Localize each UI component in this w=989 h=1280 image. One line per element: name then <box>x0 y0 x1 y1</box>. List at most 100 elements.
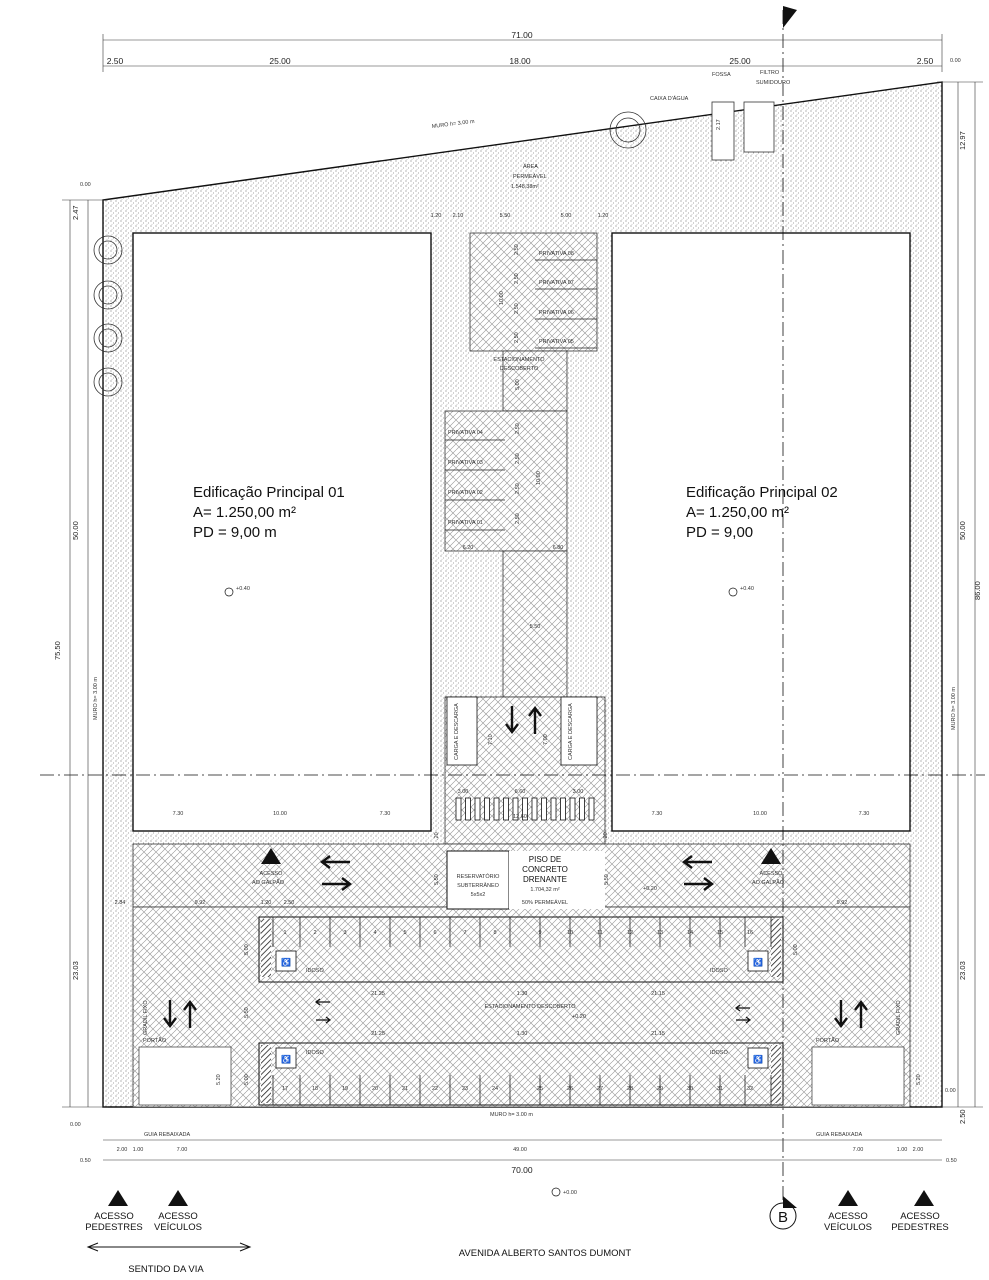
dimension-lines <box>62 34 983 1161</box>
guia-left: GUIA REBAIXADA <box>144 1132 190 1138</box>
building1-dim: 7.30 <box>173 811 184 817</box>
svg-text:♿: ♿ <box>753 1054 763 1064</box>
footer-acesso-2: ACESSO <box>158 1211 198 1222</box>
half-dim: 1.30 <box>517 1031 528 1037</box>
crosswalk-stripe <box>503 797 509 821</box>
filter-icon <box>743 101 775 153</box>
dim-right-lower: 23.03 <box>958 961 967 980</box>
parking-small-dim: 1.20 <box>261 900 272 906</box>
crosswalk-total: 12.60 <box>513 814 527 820</box>
stall-number-bottom: 25 <box>537 1086 543 1092</box>
half-dim: 1.30 <box>517 991 528 997</box>
privativa-spot-dim: 2.50 <box>515 453 521 464</box>
hatch-right-top <box>771 919 781 977</box>
stall-number-bottom: 32 <box>747 1086 753 1092</box>
triangle-icon <box>914 1190 934 1206</box>
moto-area-left <box>138 1046 232 1106</box>
paving-line1: PISO DE <box>529 855 561 864</box>
row-height-dim: 5.00 <box>244 944 250 955</box>
carga-right: CARGA E DESCARGA <box>568 703 574 760</box>
acesso-galpao-right-1: ACESSO <box>760 871 784 877</box>
footer-veiculos-2: VEÍCULOS <box>824 1222 872 1233</box>
crosswalk-stripe <box>541 797 547 821</box>
half-dim: 21.25 <box>371 1031 385 1037</box>
central-top-dim: 1.20 <box>598 213 609 219</box>
privativa-spot-dim: 2.50 <box>515 483 521 494</box>
footer-pedestres-2: PEDESTRES <box>891 1222 949 1233</box>
dim-top-segment: 2.50 <box>107 56 124 66</box>
level-marker-icon <box>551 1187 561 1197</box>
stall-number-bottom: 19 <box>342 1086 348 1092</box>
hatch-right-bottom <box>771 1045 781 1103</box>
dim-bottom-segment: 1.00 <box>133 1147 144 1153</box>
reservoir-dim: 5.50 <box>434 874 440 885</box>
dim-left-total: 75.50 <box>53 641 62 660</box>
building2-area: A= 1.250,00 m² <box>686 504 789 521</box>
building2-title: Edificação Principal 02 <box>686 484 838 501</box>
privativa-spot-dim: 2.50 <box>514 244 520 255</box>
estac-title: ESTACIONAMENTO <box>493 357 545 363</box>
moto-area-right <box>811 1046 905 1106</box>
stall-number-top: 9 <box>538 930 541 936</box>
crosswalk-stripe <box>484 797 490 821</box>
reservoir-box <box>446 850 510 910</box>
building2-dim: 10.00 <box>753 811 767 817</box>
carga-dim2: 7.00 <box>543 734 549 745</box>
section-label: B <box>778 1209 788 1226</box>
area-sub: PERMEÁVEL <box>513 173 547 180</box>
parking-side-dim: 9.92 <box>195 900 206 906</box>
section-arrow-icon <box>783 1196 797 1208</box>
stall-number-top: 2 <box>313 930 316 936</box>
footer-veiculos-1: VEÍCULOS <box>154 1222 202 1233</box>
crosswalk-stripe <box>512 797 519 821</box>
traffic-arrows-icon <box>163 855 868 1028</box>
dim-right-total: 86.00 <box>973 581 982 600</box>
stall-number-top: 1 <box>283 930 286 936</box>
gradil-left: GRADIL FIXO <box>143 1000 149 1035</box>
central-mid-dim: 6.80 <box>553 545 564 551</box>
stall-number-bottom: 24 <box>492 1086 498 1092</box>
label-fossa: FOSSA <box>712 72 731 78</box>
crosswalk-stripe <box>522 797 528 821</box>
wheelchair-icon: ♿ <box>747 950 769 972</box>
central-top-dim: 2.10 <box>453 213 464 219</box>
dim-top-segment: 25.00 <box>729 56 751 66</box>
triangle-icon <box>261 848 281 864</box>
stall-number-bottom: 28 <box>627 1086 633 1092</box>
privativa-block-dim: 10.00 <box>536 471 542 485</box>
acesso-galpao-left-2: AO GALPÃO <box>252 879 285 886</box>
parking-small-dim: 2.50 <box>284 900 295 906</box>
dim-bottom-segment: 2.00 <box>913 1147 924 1153</box>
footer-acesso-1: ACESSO <box>94 1211 134 1222</box>
building1-level: +0.40 <box>236 586 250 592</box>
parking-side-dim: 2.84 <box>115 900 126 906</box>
triangle-icon <box>838 1190 858 1206</box>
paving-line3: DRENANTE <box>523 875 567 884</box>
level-right-bottom: 0.00 <box>945 1088 956 1094</box>
small-arrows-icon <box>315 998 751 1024</box>
stall-number-top: 16 <box>747 930 753 936</box>
privativa-spot-dim: 2.50 <box>515 513 521 524</box>
sentido-da-via: SENTIDO DA VIA <box>128 1264 204 1275</box>
privativa-right: PRIVATIVA 05 <box>539 339 574 345</box>
level-marker-icon <box>728 587 738 597</box>
dim-total-bottom: 70.00 <box>511 1165 533 1175</box>
aisle-title: ESTACIONAMENTO DESCOBERTO <box>485 1004 577 1010</box>
stall-number-top: 7 <box>463 930 466 936</box>
stall-lines <box>272 917 772 1105</box>
paving-dim-right: 5.50 <box>604 874 610 885</box>
stall-number-bottom: 17 <box>282 1086 288 1092</box>
label-caixa-agua: CAIXA D'ÁGUA <box>650 95 689 102</box>
crosswalk-dim: 6.60 <box>515 789 526 795</box>
dim-total-top: 71.00 <box>511 30 533 40</box>
arrow-down-icon <box>505 706 519 734</box>
svg-text:♿: ♿ <box>281 957 291 967</box>
reservoir-size: 5x5x2 <box>471 892 486 898</box>
aisle-dim: 5.50 <box>244 1007 250 1018</box>
stall-number-top: 10 <box>567 930 573 936</box>
building1-pd: PD = 9,00 m <box>193 524 277 541</box>
footer-acesso-3: ACESSO <box>828 1211 868 1222</box>
central-top-dim: 5.50 <box>500 213 511 219</box>
half-dim: 21.15 <box>651 1031 665 1037</box>
